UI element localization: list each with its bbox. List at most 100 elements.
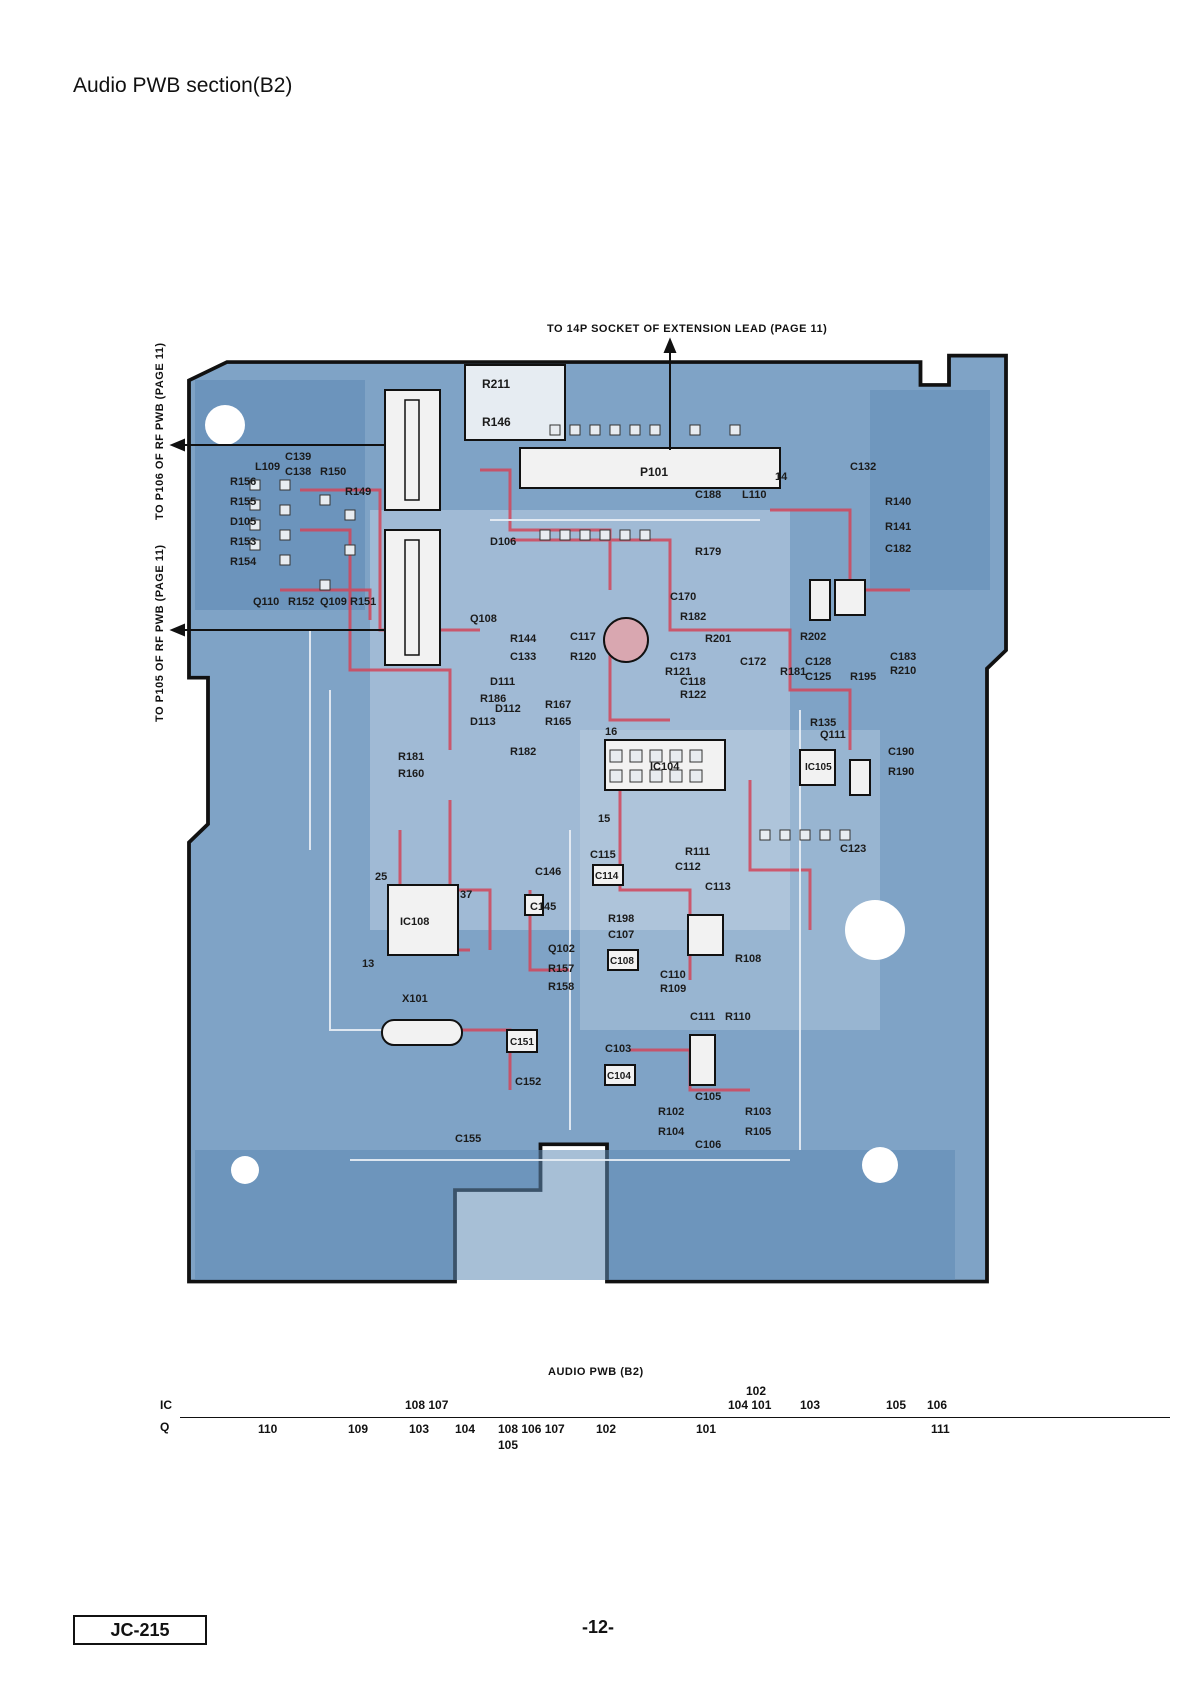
ref-q-cell: 103 — [409, 1422, 430, 1436]
svg-text:Q111: Q111 — [820, 729, 846, 741]
svg-text:C188: C188 — [695, 489, 721, 501]
ref-q-cell: 109 — [348, 1422, 369, 1436]
svg-text:R135: R135 — [810, 717, 836, 729]
ground-plane-bottom — [195, 1150, 955, 1280]
svg-text:C117: C117 — [570, 631, 596, 643]
svg-text:25: 25 — [375, 871, 387, 883]
svg-text:R150: R150 — [320, 466, 346, 478]
svg-text:R155: R155 — [230, 496, 256, 508]
svg-text:C106: C106 — [695, 1139, 721, 1151]
svg-text:R182: R182 — [680, 611, 706, 623]
ref-ic-cell: 102 — [746, 1384, 767, 1398]
page-number: -12- — [582, 1617, 615, 1637]
svg-text:C132: C132 — [850, 461, 876, 473]
svg-text:C182: C182 — [885, 543, 911, 555]
svg-text:X101: X101 — [402, 993, 428, 1005]
svg-text:C146: C146 — [535, 866, 561, 878]
ref-ic-cell: 105 — [886, 1398, 907, 1412]
connector-p101 — [519, 447, 781, 489]
svg-text:R110: R110 — [725, 1011, 751, 1023]
svg-text:C155: C155 — [455, 1133, 481, 1145]
ic101 — [689, 1034, 716, 1086]
svg-text:R181: R181 — [398, 751, 424, 763]
svg-text:R108: R108 — [735, 953, 761, 965]
ref-q-cell: 111 — [931, 1422, 950, 1436]
svg-text:IC105: IC105 — [805, 762, 832, 773]
mount-hole — [862, 1147, 898, 1183]
svg-text:C170: C170 — [670, 591, 696, 603]
svg-text:R186: R186 — [480, 693, 506, 705]
svg-text:C112: C112 — [675, 861, 701, 873]
svg-text:C105: C105 — [695, 1091, 721, 1103]
ic105 — [799, 749, 836, 786]
ic104 — [604, 739, 726, 791]
svg-text:C145: C145 — [530, 901, 556, 913]
ref-q-cell: 102 — [596, 1422, 617, 1436]
mount-hole — [231, 1156, 259, 1184]
ref-row-ic-label: IC — [160, 1398, 172, 1412]
svg-text:R140: R140 — [885, 496, 911, 508]
svg-text:C104: C104 — [607, 1071, 631, 1082]
crystal-x101 — [381, 1019, 463, 1046]
svg-text:R210: R210 — [890, 665, 916, 677]
svg-text:IC104: IC104 — [650, 761, 680, 773]
ref-q-cell: 110 — [258, 1422, 278, 1436]
svg-text:R156: R156 — [230, 476, 256, 488]
svg-text:R201: R201 — [705, 633, 731, 645]
audio-pwb-board: R211 R146 P101 16 IC104 IC108 IC105 X101… — [150, 330, 1030, 1370]
svg-text:R190: R190 — [888, 766, 914, 778]
ref-q-cell: 105 — [498, 1438, 519, 1452]
svg-text:C173: C173 — [670, 651, 696, 663]
svg-text:C118: C118 — [680, 676, 706, 688]
ref-row-q-label: Q — [160, 1420, 170, 1434]
svg-text:C123: C123 — [840, 843, 866, 855]
svg-text:D113: D113 — [470, 716, 496, 728]
ic108 — [387, 884, 459, 956]
svg-text:R104: R104 — [658, 1126, 685, 1138]
svg-text:R158: R158 — [548, 981, 574, 993]
connector-j101 — [384, 529, 441, 666]
svg-text:Q110: Q110 — [253, 596, 279, 608]
ref-q-cell: 101 — [696, 1422, 717, 1436]
svg-text:37: 37 — [460, 889, 472, 901]
svg-text:C115: C115 — [590, 849, 616, 861]
svg-text:R202: R202 — [800, 631, 826, 643]
ref-divider — [180, 1417, 1170, 1418]
svg-text:R160: R160 — [398, 768, 424, 780]
svg-text:R152: R152 — [288, 596, 314, 608]
capacitor-c151 — [506, 1029, 538, 1053]
svg-text:R181: R181 — [780, 666, 806, 678]
svg-text:L109: L109 — [255, 461, 280, 473]
ref-ic-cell: 106 — [927, 1398, 948, 1412]
svg-text:IC108: IC108 — [400, 916, 429, 928]
ref-q-cell: 104 — [455, 1422, 476, 1436]
svg-text:C113: C113 — [705, 881, 731, 893]
svg-text:Q102: Q102 — [548, 943, 575, 955]
top-note: TO 14P SOCKET OF EXTENSION LEAD (PAGE 11… — [547, 323, 828, 335]
svg-text:C128: C128 — [805, 656, 831, 668]
capacitor-c114 — [592, 864, 624, 886]
svg-text:R157: R157 — [548, 963, 574, 975]
section-title: Audio PWB section(B2) — [73, 74, 293, 97]
connector-j102 — [384, 389, 441, 511]
svg-text:R167: R167 — [545, 699, 571, 711]
svg-text:R146: R146 — [482, 415, 511, 429]
svg-text:R121: R121 — [665, 666, 691, 678]
svg-text:Q109: Q109 — [320, 596, 347, 608]
svg-text:R109: R109 — [660, 983, 686, 995]
svg-text:C183: C183 — [890, 651, 916, 663]
svg-text:R151: R151 — [350, 596, 376, 608]
ic106 — [834, 579, 866, 616]
capacitor-c108 — [607, 949, 639, 971]
svg-text:C152: C152 — [515, 1076, 541, 1088]
svg-text:14: 14 — [775, 471, 788, 483]
capacitor-c145 — [524, 894, 544, 916]
svg-text:C172: C172 — [740, 656, 766, 668]
svg-text:C139: C139 — [285, 451, 311, 463]
svg-text:C190: C190 — [888, 746, 914, 758]
svg-text:C138: C138 — [285, 466, 311, 478]
capacitor-c116 — [603, 617, 649, 663]
svg-text:C125: C125 — [805, 671, 831, 683]
svg-text:R122: R122 — [680, 689, 706, 701]
svg-text:C108: C108 — [610, 956, 634, 967]
